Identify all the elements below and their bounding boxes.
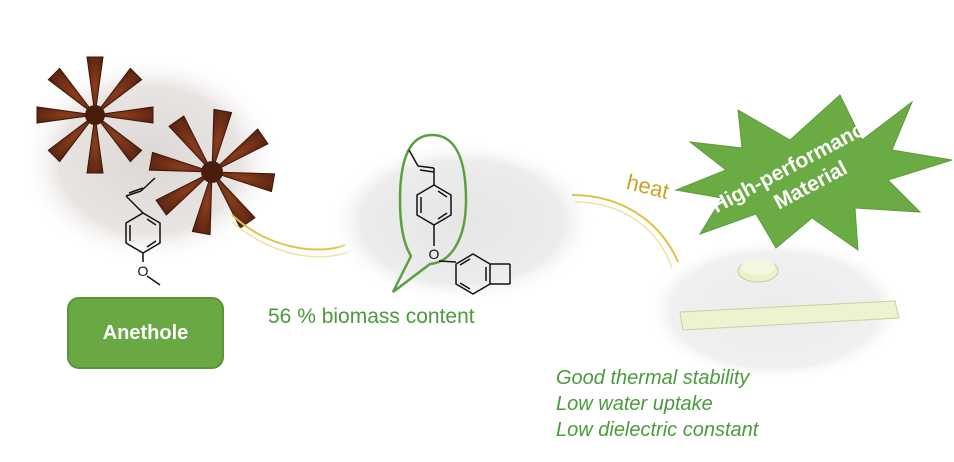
anethole-badge: Anethole <box>67 297 224 369</box>
cured-resin-sample-icon <box>679 259 900 331</box>
heat-label: heat <box>624 169 672 204</box>
speech-callout <box>391 133 468 293</box>
performance-starburst <box>674 94 953 252</box>
monomer-bubble <box>327 140 597 304</box>
monomer-structure <box>408 149 511 295</box>
methoxy-oxygen-label: O <box>138 263 149 279</box>
property-list: Good thermal stability Low water uptake … <box>556 365 758 443</box>
connector-arc-shadow <box>231 221 349 258</box>
heat-arc <box>571 194 679 263</box>
anethole-structure <box>125 177 161 286</box>
property-thermal-stability: Good thermal stability <box>556 367 750 389</box>
ether-oxygen-label: O <box>429 246 440 262</box>
biomass-content-label: 56 % biomass content <box>268 305 475 328</box>
property-water-uptake: Low water uptake <box>556 393 713 415</box>
property-dielectric-constant: Low dielectric constant <box>556 419 759 441</box>
star-anise-icon <box>36 56 276 236</box>
heat-arc-shadow <box>574 201 673 269</box>
anethole-label: Anethole <box>102 321 189 344</box>
